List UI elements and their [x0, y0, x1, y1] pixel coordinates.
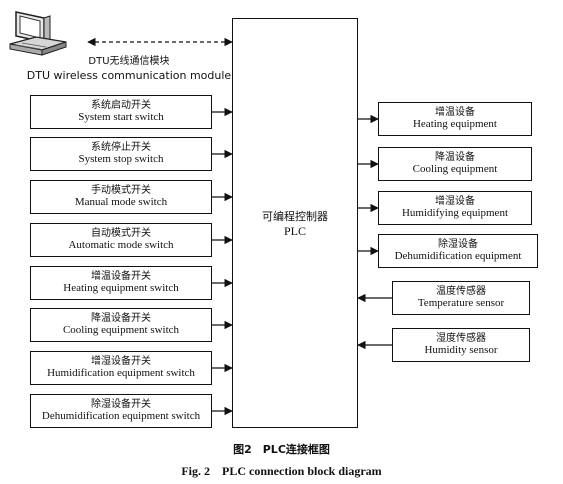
plc-label-en: PLC — [283, 224, 306, 239]
input-label-en: Automatic mode switch — [68, 239, 174, 252]
input-label-en: Heating equipment switch — [63, 282, 179, 295]
input-box-system-stop: 系统停止开关 System stop switch — [30, 137, 212, 171]
input-box-heating-switch: 增温设备开关 Heating equipment switch — [30, 266, 212, 300]
input-label-en: Dehumidification equipment switch — [41, 410, 201, 423]
input-box-dehumidification-switch: 除湿设备开关 Dehumidification equipment switch — [30, 394, 212, 428]
output-box-cooling: 降温设备 Cooling equipment — [378, 147, 532, 181]
output-label-zh: 降温设备 — [435, 151, 475, 163]
dtu-label: DTU无线通信模块 DTU wireless communication mod… — [24, 56, 234, 82]
output-box-heating: 增温设备 Heating equipment — [378, 102, 532, 136]
sensor-box-humidity: 湿度传感器 Humidity sensor — [392, 328, 530, 362]
dtu-label-zh: DTU无线通信模块 — [88, 56, 170, 67]
input-label-zh: 手动模式开关 — [91, 184, 151, 196]
sensor-label-zh: 湿度传感器 — [436, 332, 486, 344]
plc-label-zh: 可编程控制器 — [262, 210, 328, 223]
input-box-manual-mode: 手动模式开关 Manual mode switch — [30, 180, 212, 214]
input-label-zh: 自动模式开关 — [91, 227, 151, 239]
output-label-zh: 增温设备 — [435, 106, 475, 118]
input-label-zh: 降温设备开关 — [91, 312, 151, 324]
input-label-zh: 除湿设备开关 — [91, 398, 151, 410]
input-label-en: System stop switch — [78, 153, 164, 166]
input-label-en: System start switch — [78, 111, 164, 124]
figure-caption-zh: 图2 PLC连接框图 — [233, 443, 330, 456]
input-label-zh: 增温设备开关 — [91, 270, 151, 282]
output-label-en: Humidifying equipment — [401, 207, 508, 220]
dtu-label-en: DTU wireless communication module — [26, 68, 232, 82]
input-label-zh: 系统启动开关 — [91, 99, 151, 111]
output-label-en: Heating equipment — [412, 118, 497, 131]
output-label-zh: 除湿设备 — [438, 238, 478, 250]
output-box-dehumidification: 除湿设备 Dehumidification equipment — [378, 234, 538, 268]
input-box-system-start: 系统启动开关 System start switch — [30, 95, 212, 129]
plc-label: 可编程控制器 PLC — [236, 210, 354, 240]
output-label-en: Dehumidification equipment — [394, 250, 522, 263]
output-label-en: Cooling equipment — [412, 163, 498, 176]
input-label-en: Cooling equipment switch — [62, 324, 180, 337]
input-label-en: Humidification equipment switch — [47, 367, 195, 380]
input-label-en: Manual mode switch — [74, 196, 168, 209]
figure-caption-en: Fig. 2 PLC connection block diagram — [181, 464, 382, 478]
output-box-humidifying: 增湿设备 Humidifying equipment — [378, 191, 532, 225]
sensor-label-zh: 温度传感器 — [436, 285, 486, 297]
input-box-humidification-switch: 增湿设备开关 Humidification equipment switch — [30, 351, 212, 385]
input-label-zh: 增湿设备开关 — [91, 355, 151, 367]
input-box-automatic-mode: 自动模式开关 Automatic mode switch — [30, 223, 212, 257]
output-label-zh: 增湿设备 — [435, 195, 475, 207]
plc-box — [232, 18, 358, 428]
sensor-label-en: Temperature sensor — [417, 297, 505, 310]
sensor-label-en: Humidity sensor — [424, 344, 498, 357]
input-label-zh: 系统停止开关 — [91, 141, 151, 153]
input-box-cooling-switch: 降温设备开关 Cooling equipment switch — [30, 308, 212, 342]
sensor-box-temperature: 温度传感器 Temperature sensor — [392, 281, 530, 315]
computer-icon — [9, 11, 67, 56]
